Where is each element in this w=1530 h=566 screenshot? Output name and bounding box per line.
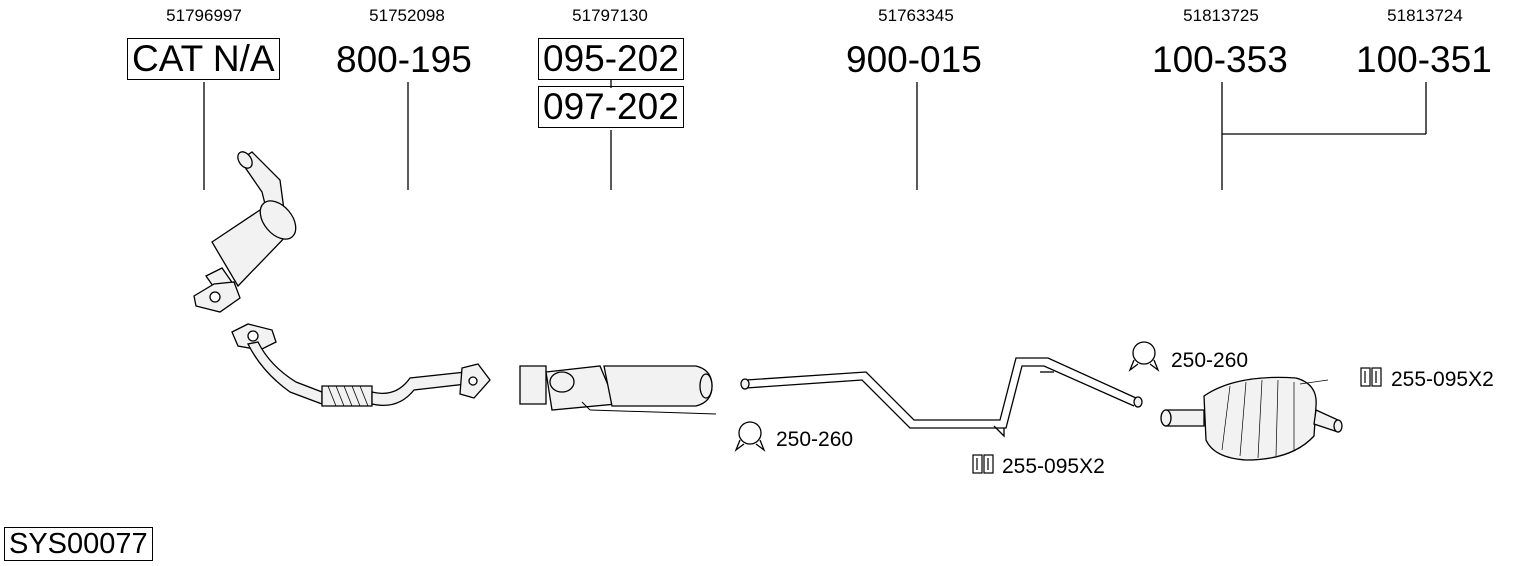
system-code: SYS00077 <box>4 527 153 561</box>
part-number-dpf[interactable]: 095-202 <box>538 38 684 80</box>
part-number-center-pipe[interactable]: 900-015 <box>846 39 982 80</box>
accessory-hanger-mid-label[interactable]: 255-095X2 <box>1002 455 1105 478</box>
center-pipe-part <box>740 357 1143 438</box>
part-number-rear-silencer[interactable]: 100-353 <box>1152 39 1288 80</box>
accessory-hanger-rear-label[interactable]: 255-095X2 <box>1391 368 1494 391</box>
catalytic-converter-part <box>193 151 297 313</box>
oem-number-5: 51813725 <box>1183 6 1259 25</box>
clamp-icon-front <box>734 421 766 452</box>
clamp-icon-rear <box>1128 341 1160 372</box>
part-number-rear-silencer-alt[interactable]: 100-351 <box>1356 39 1492 80</box>
part-number-catalyst[interactable]: CAT N/A <box>127 38 280 80</box>
oem-number-3: 51797130 <box>572 6 648 25</box>
accessory-clamp-front-label[interactable]: 250-260 <box>776 428 854 451</box>
dpf-part <box>519 365 713 411</box>
accessory-clamp-rear-label[interactable]: 250-260 <box>1171 349 1249 372</box>
oem-number-1: 51796997 <box>166 6 242 25</box>
oem-number-6: 51813724 <box>1387 6 1463 25</box>
rear-silencer-part <box>1160 376 1343 461</box>
front-pipe-part <box>231 323 491 407</box>
part-number-front-pipe[interactable]: 800-195 <box>336 39 472 80</box>
flex-pipe-hatching <box>327 385 369 407</box>
hanger-icon-rear <box>1360 367 1382 387</box>
oem-number-4: 51763345 <box>878 6 954 25</box>
hanger-icon-mid <box>972 454 994 474</box>
oem-number-2: 51752098 <box>369 6 445 25</box>
